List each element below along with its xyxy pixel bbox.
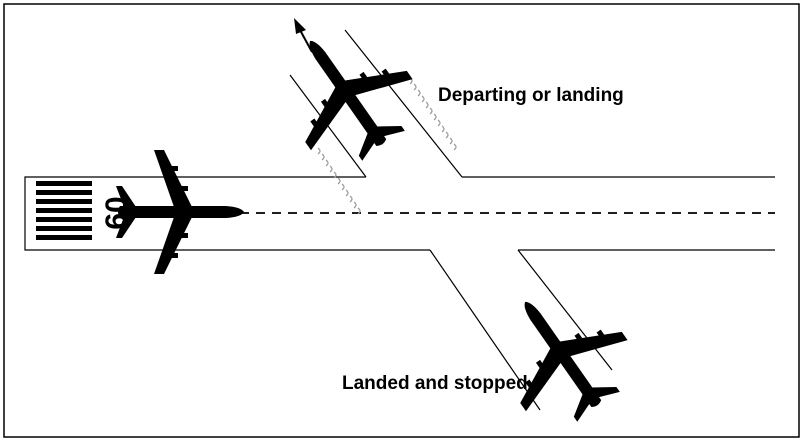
aircraft-stopped-icon: [474, 266, 650, 442]
runway-edge-west: [24, 176, 430, 251]
motion-trail-north: [409, 77, 457, 151]
runway: [24, 176, 775, 251]
aircraft-on-runway-icon: [116, 150, 244, 274]
diagram-border: [3, 3, 800, 438]
taxiway-south: [429, 249, 613, 411]
threshold-markings: [36, 181, 92, 240]
motion-trail-south: [317, 147, 361, 215]
label-departing: Departing or landing: [438, 85, 624, 106]
direction-arrow: [294, 18, 313, 53]
label-landed: Landed and stopped: [342, 373, 528, 394]
